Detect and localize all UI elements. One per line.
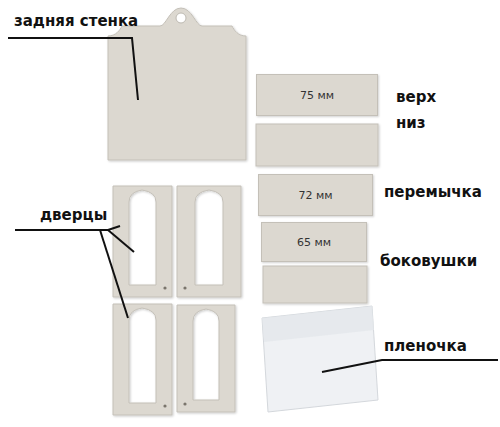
strip-piece: 65 мм [261,222,367,262]
film-fold [262,306,374,342]
dimension-label: 72 мм [298,189,332,202]
dimension-label: 65 мм [297,236,331,249]
part-name: дверцы [40,206,107,224]
hinge-hole [163,404,166,407]
leader-line [100,230,128,318]
strip [263,266,367,303]
back-wall [108,8,246,160]
strip-piece: 75 мм [256,74,378,116]
hinge-hole [163,286,166,289]
part-name: низ [396,114,426,132]
leader-line [8,38,138,100]
door [113,304,172,415]
leader-line [322,360,498,372]
part-name: боковушки [380,252,477,270]
leader-line [108,226,120,230]
part-name: пленочка [384,337,467,355]
door [177,186,241,297]
strip-piece: 72 мм [258,174,373,216]
part-name: перемычка [384,183,482,201]
part-name: верх [396,88,436,106]
strip [256,124,378,166]
leader-line [108,230,134,252]
hinge-hole [183,286,186,289]
leader-line [15,229,108,231]
film [262,306,378,412]
hinge-hole [183,402,186,405]
hang-hole [176,13,186,23]
dimension-label: 75 мм [300,89,334,102]
door [177,305,235,412]
part-name: задняя стенка [14,12,138,30]
